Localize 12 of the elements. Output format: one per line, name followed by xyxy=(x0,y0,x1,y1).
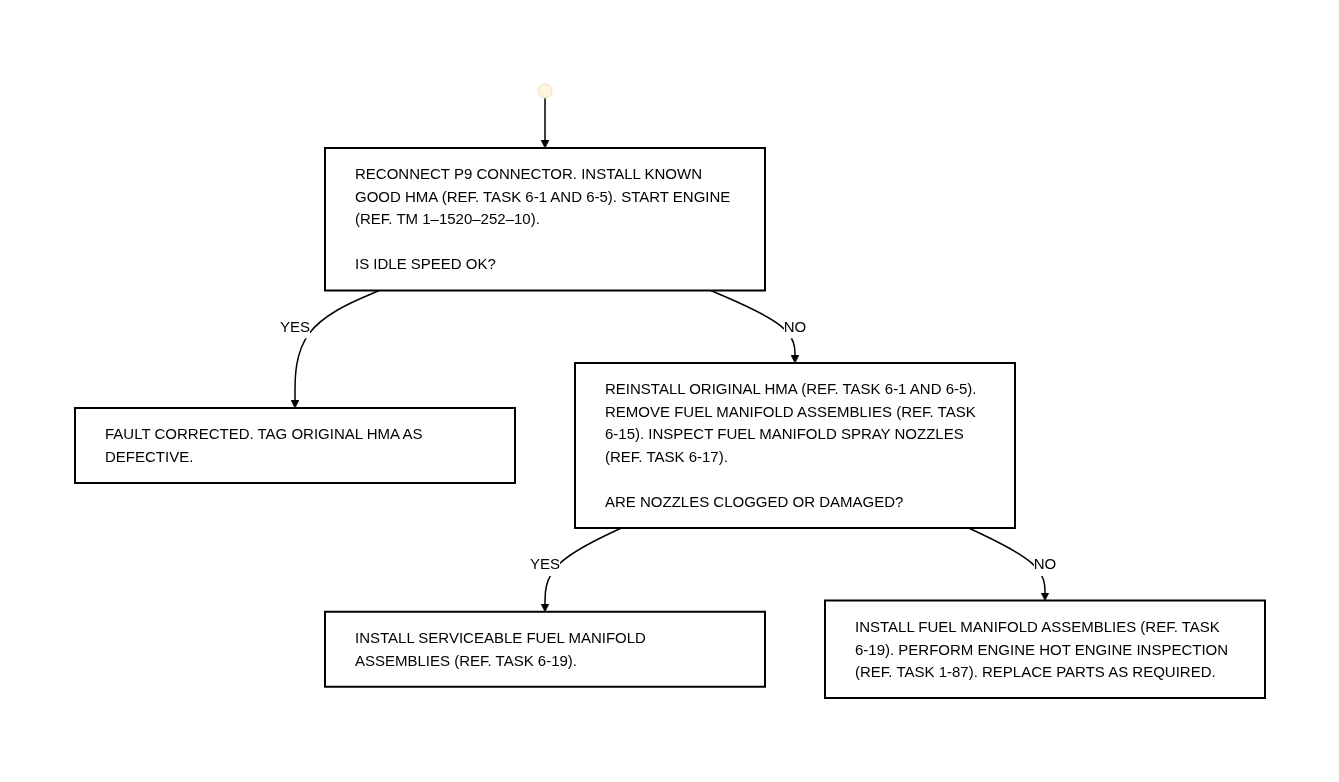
arrow xyxy=(290,289,380,409)
arrow xyxy=(540,97,549,149)
node-box: FAULT CORRECTED. TAG ORIGINAL HMA AS DEFECTIVE. xyxy=(73,407,516,484)
edge-label: YES xyxy=(279,317,310,335)
arrow xyxy=(540,527,622,613)
node-box: INSTALL SERVICEABLE FUEL MANIFOLD ASSEMBLIES (REF. TASK 6-19). xyxy=(323,610,766,688)
edge-label: NO xyxy=(1033,555,1056,572)
node-box: INSTALL FUEL MANIFOLD ASSEMBLIES (REF. TASK 6-19). PERFORM ENGINE HOT ENGINE INSPECTION (REF. TASK 1-87). REPLACE PARTS AS REQUIRED. xyxy=(823,599,1266,699)
node-box: RECONNECT P9 CONNECTOR. INSTALL KNOWN GOOD HMA (REF. TASK 6-1 AND 6-5). START ENGINE (REF. TM 1–1520–252–10). IS IDLE SPEED OK? xyxy=(323,147,766,292)
edge-label: NO xyxy=(783,317,806,335)
node-box: REINSTALL ORIGINAL HMA (REF. TASK 6-1 AND 6-5). REMOVE FUEL MANIFOLD ASSEMBLIES (REF. TASK 6-15). INSPECT FUEL MANIFOLD SPRAY NOZZLES (REF. TASK 6-17). ARE NOZZLES CLOGGED OR DAMAGED? xyxy=(573,362,1016,529)
edge-label: YES xyxy=(529,555,560,572)
